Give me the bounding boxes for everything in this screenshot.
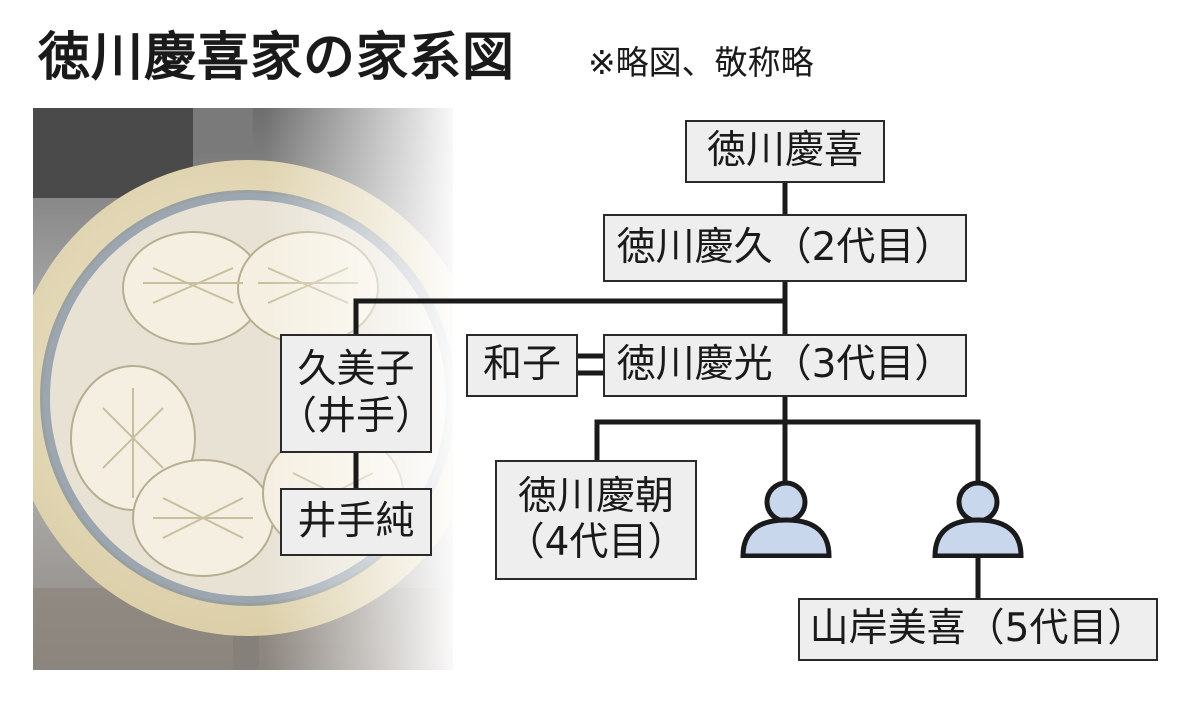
person-icon	[740, 480, 832, 558]
person-icon	[932, 480, 1024, 558]
page-title: 徳川慶喜家の家系図	[38, 28, 516, 88]
member-tokugawa-yoshimitsu: 徳川慶光（3代目）	[603, 334, 967, 397]
member-kazuko: 和子	[466, 334, 578, 397]
member-kumiko-name: 久美子	[297, 347, 415, 393]
member-tokugawa-yoshinobu: 徳川慶喜	[685, 120, 885, 183]
member-kumiko: 久美子 （井手）	[278, 334, 435, 453]
title-note: ※略図、敬称略	[588, 43, 814, 82]
member-yoshitomo-name: 徳川慶朝	[517, 473, 674, 519]
member-tokugawa-yoshitomo: 徳川慶朝 （4代目）	[495, 460, 697, 580]
member-yoshitomo-generation: （4代目）	[505, 520, 687, 565]
member-ide-jun: 井手純	[280, 488, 432, 556]
member-yamagishi-miki: 山岸美喜（5代目）	[798, 598, 1158, 661]
member-tokugawa-yoshihisa: 徳川慶久（2代目）	[603, 214, 967, 282]
member-kumiko-maiden: （井手）	[278, 393, 435, 439]
